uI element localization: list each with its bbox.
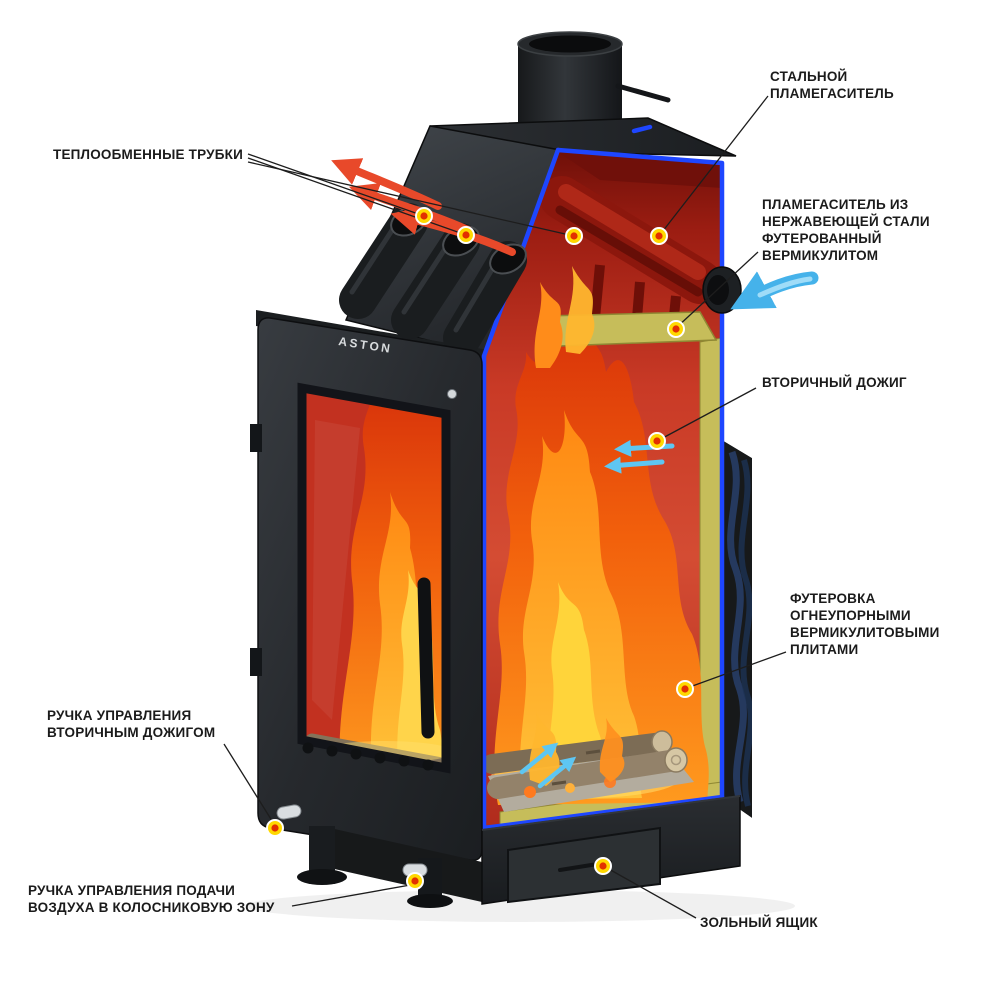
- markers: [266, 207, 694, 890]
- air-intake-arrow: [730, 271, 819, 310]
- point-marker: [667, 320, 685, 338]
- point-marker: [266, 819, 284, 837]
- label-steel-flame-arrester: СТАЛЬНОЙ ПЛАМЕГАСИТЕЛЬ: [770, 69, 894, 101]
- leg-foot: [407, 894, 453, 908]
- air-arrow-icon: [537, 756, 577, 789]
- label-secondary-burn: ВТОРИЧНЫЙ ДОЖИГ: [762, 375, 907, 390]
- point-marker: [457, 226, 475, 244]
- door-handle: [417, 577, 435, 739]
- label-ash-box: ЗОЛЬНЫЙ ЯЩИК: [700, 915, 818, 930]
- door: ASTON: [250, 317, 483, 862]
- point-marker: [648, 432, 666, 450]
- secondary-burn-knob: [276, 804, 302, 820]
- point-marker: [406, 872, 424, 890]
- glass-frame: [297, 382, 451, 774]
- damper-rod: [615, 83, 671, 103]
- label-stainless-flame-arrester: ПЛАМЕГАСИТЕЛЬ ИЗ НЕРЖАВЕЮЩЕЙ СТАЛИ ФУТЕР…: [762, 197, 930, 263]
- point-marker: [676, 680, 694, 698]
- hinge: [250, 424, 262, 452]
- floor-shadow: [245, 890, 795, 922]
- logs: [482, 712, 694, 812]
- door-glass: [302, 388, 446, 768]
- convector-panel: [722, 440, 752, 818]
- latch-pin: [447, 389, 457, 399]
- leg-foot: [297, 869, 347, 885]
- cut-lines: [481, 124, 725, 831]
- air-arrow-icon: [614, 439, 675, 457]
- base: [276, 795, 741, 908]
- point-marker: [650, 227, 668, 245]
- label-secondary-burn-handle: РУЧКА УПРАВЛЕНИЯ ВТОРИЧНЫМ ДОЖИГОМ: [47, 708, 216, 740]
- point-marker: [415, 207, 433, 225]
- label-air-supply-handle: РУЧКА УПРАВЛЕНИЯ ПОДАЧИ ВОЗДУХА В КОЛОСН…: [28, 883, 275, 915]
- hot-air-arrow-icon: [331, 158, 442, 210]
- label-heat-tubes: ТЕПЛООБМЕННЫЕ ТРУБКИ: [53, 147, 243, 162]
- secondary-air-arrows: [519, 439, 675, 789]
- hinge: [250, 648, 262, 676]
- flame-licks: [534, 266, 595, 368]
- point-marker: [594, 857, 612, 875]
- door-vents: [302, 742, 434, 771]
- air-arrow-icon: [519, 742, 559, 775]
- point-marker: [565, 227, 583, 245]
- flame-arrester-tube: [540, 176, 722, 319]
- label-vermiculite-lining: ФУТЕРОВКА ОГНЕУПОРНЫМИ ВЕРМИКУЛИТОВЫМИ П…: [790, 591, 940, 657]
- air-arrow-icon: [604, 456, 665, 474]
